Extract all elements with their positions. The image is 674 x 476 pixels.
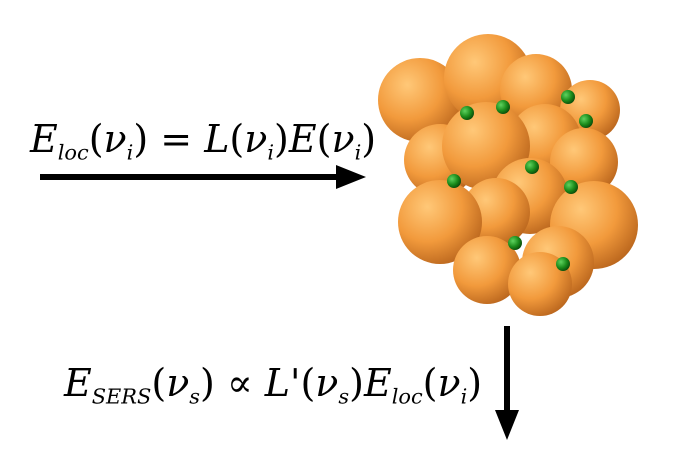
molecule [564,180,578,194]
molecule [460,106,474,120]
incident-arrow [40,165,366,189]
molecule [561,90,575,104]
scattered-arrow [495,326,519,440]
molecule [525,160,539,174]
nanoparticle [550,128,618,196]
incident-field-equation: Eloc(νi) = L(νi)E(νi) [30,117,377,165]
nanoparticle [378,58,462,142]
nanoparticle [508,252,572,316]
molecule [556,257,570,271]
sers-field-equation: ESERS(νs) ∝ L'(νs)Eloc(νi) [64,361,483,409]
molecule [496,100,510,114]
nanoparticle [453,236,521,304]
molecule [579,114,593,128]
nanoparticle-cluster [378,34,638,316]
nanoparticle [398,180,482,264]
adsorbed-molecules [447,90,593,271]
molecule [447,174,461,188]
molecule [508,236,522,250]
